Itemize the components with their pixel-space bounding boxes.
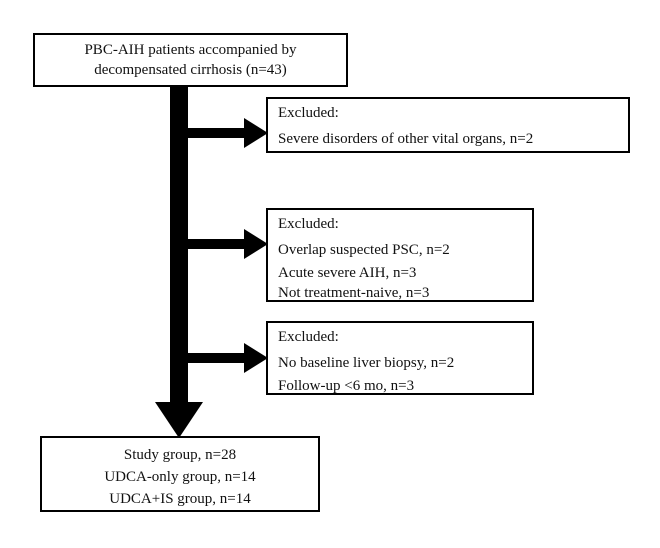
exclusion-box-3-item-1: No baseline liver biopsy, n=2: [278, 355, 455, 371]
top-box-patients: PBC-AIH patients accompanied by decompen…: [33, 33, 348, 87]
exclusion-box-1-item-1: Severe disorders of other vital organs, …: [278, 131, 534, 147]
exclusion-box-2-item-2: Acute severe AIH, n=3: [278, 265, 417, 281]
exclusion-box-1-heading: Excluded:: [278, 105, 339, 121]
branch-arrow-2-shaft: [186, 239, 246, 249]
bottom-box-line-3: UDCA+IS group, n=14: [109, 491, 251, 507]
exclusion-box-3-item-2: Follow-up <6 mo, n=3: [278, 378, 415, 394]
main-trunk: [170, 84, 188, 404]
branch-arrow-1-shaft: [186, 128, 246, 138]
bottom-box-line-1: Study group, n=28: [123, 447, 237, 463]
exclusion-box-1: Excluded: Severe disorders of other vita…: [266, 97, 630, 153]
bottom-box-study-group: Study group, n=28 UDCA-only group, n=14 …: [40, 436, 320, 512]
main-arrowhead: [155, 402, 203, 438]
exclusion-box-2-item-1: Overlap suspected PSC, n=2: [278, 242, 450, 258]
top-box-line-1: PBC-AIH patients accompanied by: [84, 42, 297, 58]
top-box-line-2: decompensated cirrhosis (n=43): [94, 62, 287, 78]
exclusion-box-3-heading: Excluded:: [278, 329, 339, 345]
branch-arrow-3-head: [244, 343, 268, 373]
exclusion-box-2-item-3: Not treatment-naive, n=3: [278, 285, 430, 301]
exclusion-box-2-heading: Excluded:: [278, 216, 339, 232]
bottom-box-line-2: UDCA-only group, n=14: [104, 469, 256, 485]
exclusion-box-2: Excluded: Overlap suspected PSC, n=2 Acu…: [266, 208, 534, 302]
branch-arrow-3-shaft: [186, 353, 246, 363]
exclusion-box-3: Excluded: No baseline liver biopsy, n=2 …: [266, 321, 534, 395]
branch-arrow-2-head: [244, 229, 268, 259]
branch-arrow-1-head: [244, 118, 268, 148]
